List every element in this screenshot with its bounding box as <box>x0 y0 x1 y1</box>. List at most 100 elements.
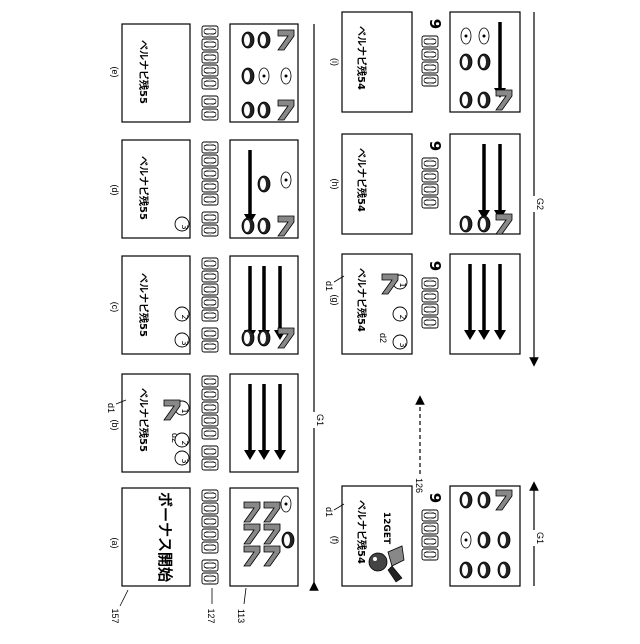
tag-i: (i) <box>330 58 340 66</box>
counter-digit: 9 <box>426 141 444 151</box>
counter-cell <box>202 516 218 527</box>
counter-strip-row1 <box>202 26 218 584</box>
order-number-group: 2 <box>398 314 407 319</box>
counter-cell <box>202 271 218 282</box>
counter-cell <box>202 168 218 179</box>
counter-cell <box>422 49 438 60</box>
counter-cell <box>422 549 438 560</box>
screen-a <box>122 488 190 586</box>
bowl-icon-shine <box>284 534 290 546</box>
screen-h <box>342 134 412 234</box>
ref-127: 127 <box>206 608 216 623</box>
bowl-icon-shine <box>260 332 266 344</box>
cherry-icon-dot <box>285 179 288 182</box>
counter-cell <box>202 258 218 269</box>
counter-digit-group: 9 <box>426 19 444 29</box>
bowl-icon-shine <box>462 56 468 68</box>
order-number: 2 <box>180 440 189 445</box>
counter-cell <box>202 573 218 584</box>
bowl-icon-shine <box>260 220 266 232</box>
counter-cell <box>422 62 438 73</box>
frame-a-text: ボーナス開始 <box>156 492 174 582</box>
bowl-icon-shine <box>480 564 486 576</box>
counter-cell <box>202 194 218 205</box>
group-g1-bottom: G1 <box>535 532 545 544</box>
counter-cell <box>202 297 218 308</box>
counter-digit-group: 9 <box>426 261 444 271</box>
bowl-icon-shine <box>462 94 468 106</box>
bowl-icon-shine <box>480 494 486 506</box>
cherry-icon-dot <box>465 539 468 542</box>
counter-cell <box>202 428 218 439</box>
counter-cell <box>202 376 218 387</box>
counter-cell <box>202 529 218 540</box>
counter-cell <box>422 197 438 208</box>
order-number-group: 3 <box>180 458 189 463</box>
order-number: 1 <box>398 282 407 287</box>
bowl-icon-shine <box>244 70 250 82</box>
counter-cell <box>202 181 218 192</box>
bowl-icon-shine <box>480 218 486 230</box>
counter-cell <box>202 225 218 236</box>
ref-113: 113 <box>236 609 246 623</box>
counter-cell <box>202 26 218 37</box>
ref-d1-top: d1 <box>106 403 116 413</box>
counter-cell <box>202 78 218 89</box>
frame-i-text: ベルナビ残54 <box>355 26 368 90</box>
tag-c: (c) <box>110 302 120 313</box>
cherry-icon-dot <box>263 75 266 78</box>
bowl-icon-shine <box>480 534 486 546</box>
counter-cell <box>422 278 438 289</box>
counter-cell <box>202 65 218 76</box>
group-g2: G2 <box>535 198 545 210</box>
counter-cell <box>422 317 438 328</box>
order-number-group: 2 <box>180 440 189 445</box>
order-number-group: 3 <box>180 340 189 345</box>
bowl-icon-shine <box>260 178 266 190</box>
tag-f: (f) <box>330 536 340 545</box>
ref-157: 157 <box>110 608 120 623</box>
counter-digit: 9 <box>426 261 444 271</box>
cherry-icon-dot <box>285 75 288 78</box>
bowl-icon-shine <box>462 564 468 576</box>
bowl-icon-shine <box>480 94 486 106</box>
order-number: 3 <box>180 340 189 345</box>
ref-d2-g: d2 <box>378 333 388 343</box>
order-number: 2 <box>180 314 189 319</box>
tag-h: (h) <box>330 179 340 190</box>
counter-cell <box>202 446 218 457</box>
counter-cell <box>422 184 438 195</box>
ref-126: 126 <box>414 478 424 493</box>
counter-cell <box>202 560 218 571</box>
bowl-icon-shine <box>462 218 468 230</box>
cherry-icon-dot <box>465 35 468 38</box>
order-number: 2 <box>398 314 407 319</box>
bowl-icon-shine <box>244 34 250 46</box>
frame-f-text: ベルナビ残54 <box>355 500 368 564</box>
bowl-icon-shine <box>260 34 266 46</box>
counter-digit: 9 <box>426 493 444 503</box>
counter-cell <box>202 328 218 339</box>
bowl-icon-shine <box>244 220 250 232</box>
order-number-group: 3 <box>180 224 189 229</box>
counter-cell <box>202 389 218 400</box>
frame-b-text: ベルナビ残55 <box>137 388 150 452</box>
counter-cell <box>202 503 218 514</box>
counter-digit-group: 9 <box>426 493 444 503</box>
tag-e: (e) <box>110 67 120 78</box>
counter-cell <box>422 158 438 169</box>
ref-d1-f: d1 <box>324 507 334 517</box>
tag-a: (a) <box>110 538 120 549</box>
group-g1-top: G1 <box>315 414 325 426</box>
bowl-icon-shine <box>244 104 250 116</box>
order-number-group: 3 <box>398 342 407 347</box>
frame-g-text: ベルナビ残54 <box>355 268 368 332</box>
counter-cell <box>422 291 438 302</box>
tag-d: (d) <box>110 185 120 196</box>
cherry-icon-dot <box>483 35 486 38</box>
order-number-group: 1 <box>398 282 407 287</box>
counter-cell <box>202 142 218 153</box>
counter-cell <box>202 459 218 470</box>
